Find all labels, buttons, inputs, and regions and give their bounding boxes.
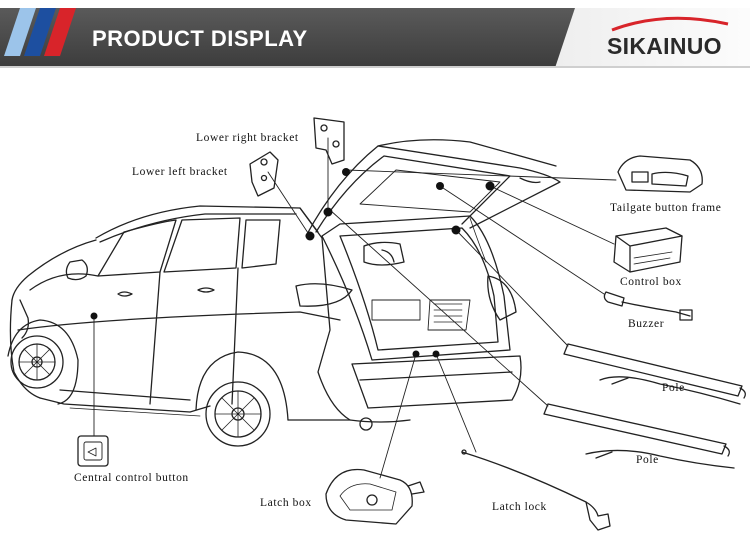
connection-points — [90, 168, 495, 358]
control-box-part — [613, 227, 683, 273]
logo-arc — [611, 16, 729, 32]
installation-diagram — [7, 117, 746, 531]
header-banner: PRODUCT DISPLAY SIKAINUO — [0, 0, 750, 68]
stripe-red — [44, 8, 76, 56]
central-control-button-part — [77, 435, 109, 467]
label-latch-box: Latch box — [260, 497, 312, 509]
label-pole-upper: Pole — [662, 382, 685, 394]
pole-lower-part — [543, 403, 735, 469]
banner-fade-panel — [555, 8, 750, 68]
pole-upper-part — [563, 343, 746, 405]
tailgate-button-frame-part — [617, 155, 703, 193]
label-central-control-button: Central control button — [74, 472, 189, 484]
banner-graphic — [0, 0, 750, 68]
buzzer-part — [603, 291, 693, 321]
label-latch-lock: Latch lock — [492, 501, 547, 513]
brand-logo-text: SIKAINUO — [607, 33, 722, 59]
latch-box-part — [325, 468, 425, 525]
leader-lines — [93, 137, 617, 479]
page-title: PRODUCT DISPLAY — [92, 26, 308, 51]
label-pole-lower: Pole — [636, 454, 659, 466]
stripe-blue — [24, 8, 56, 56]
latch-lock-part — [461, 449, 611, 531]
car-illustration — [7, 139, 561, 447]
label-buzzer: Buzzer — [628, 318, 665, 330]
banner-dark-panel — [0, 8, 575, 68]
label-control-box: Control box — [620, 276, 682, 288]
label-lower-right-bracket: Lower right bracket — [196, 132, 299, 144]
lower-right-bracket-part — [313, 117, 345, 165]
lower-left-bracket-part — [249, 151, 279, 197]
stripe-light-blue — [4, 8, 36, 56]
label-tailgate-button-frame: Tailgate button frame — [610, 202, 722, 214]
label-lower-left-bracket: Lower left bracket — [132, 166, 228, 178]
